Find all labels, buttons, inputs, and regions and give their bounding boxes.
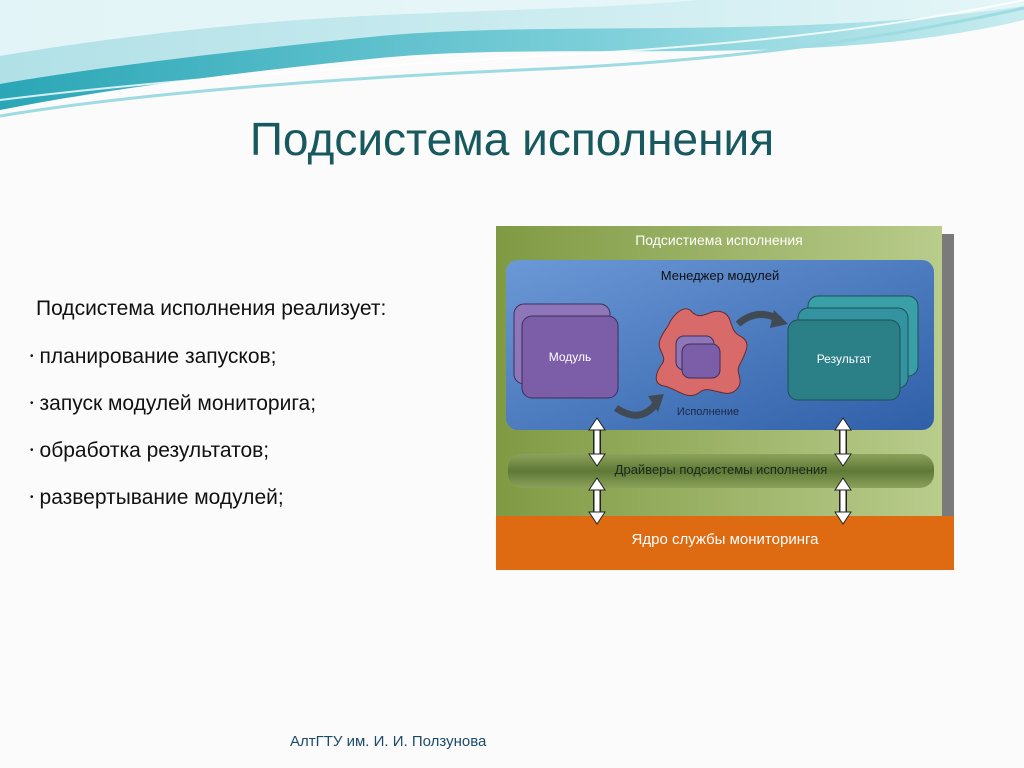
curved-arrow-icon [735, 310, 788, 328]
intro-text: Подсистема исполнения реализует: [36, 297, 387, 320]
bullet-icon: • [30, 398, 34, 410]
header-wave-decoration [0, 0, 1024, 118]
diagram-graphics [496, 226, 954, 570]
outer-panel-title: Подсистиема исполнения [635, 232, 803, 248]
double-arrow-icon [588, 477, 606, 525]
kernel-label: Ядро службы мониторинга [631, 531, 819, 548]
curved-arrow-icon [614, 394, 664, 419]
manager-label: Менеджер модулей [660, 268, 780, 283]
double-arrow-icon [834, 417, 852, 467]
bullet-icon: • [30, 445, 34, 457]
module-card [521, 315, 619, 399]
double-arrow-icon [834, 477, 852, 525]
bullet-item: • развертывание модулей; [30, 481, 316, 528]
bullet-text: запуск модулей мониторига; [39, 392, 317, 415]
execution-module [681, 343, 721, 379]
bullet-item: • обработка результатов; [30, 434, 316, 481]
result-label: Результат [816, 352, 872, 366]
drivers-bar [508, 454, 934, 488]
bullet-icon: • [30, 351, 34, 363]
bullet-item: • запуск модулей мониторига; [30, 387, 316, 434]
kernel-bar [496, 516, 954, 570]
drivers-label: Драйверы подсистемы исполнения [614, 462, 828, 477]
bullet-text: обработка результатов; [39, 439, 270, 462]
bullet-icon: • [30, 492, 34, 504]
bullet-list: • планирование запусков; • запуск модулей … [30, 340, 316, 528]
execution-subsystem-diagram: Подсистиема исполнения Менеджер модулей … [496, 224, 956, 570]
execution-label: Исполнение [676, 406, 740, 418]
result-card [787, 319, 901, 401]
slide-title: Подсистема исполнения [249, 113, 775, 165]
double-arrow-icon [588, 417, 606, 467]
footer-text: АлтГТУ им. И. И. Ползунова [290, 733, 487, 750]
bullet-text: планирование запусков; [39, 345, 277, 368]
bullet-item: • планирование запусков; [30, 340, 316, 387]
bullet-text: развертывание модулей; [39, 486, 284, 509]
module-label: Модуль [548, 350, 592, 364]
